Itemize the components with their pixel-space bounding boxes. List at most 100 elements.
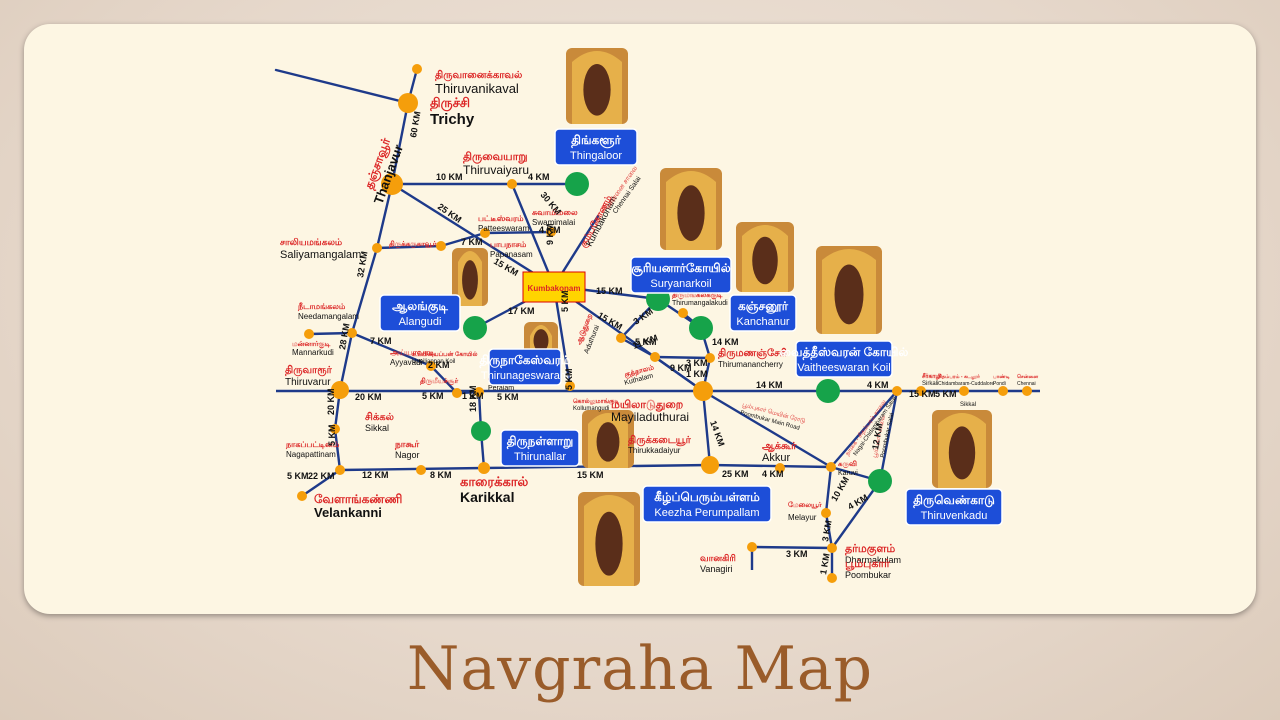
distance-label: 3 KM [631,306,654,327]
node-vanagiri-tamil: வானகிரி [700,553,736,563]
temple-thiruvenkadu-box-bg [905,488,1003,526]
node-dot-mayiladuthurai[interactable] [693,381,713,401]
node-chennai-label: Chennai [1017,381,1036,387]
temple-thiruvenkadu-box[interactable]: திருவெண்காடுThiruvenkadu [905,488,1003,526]
node-dot-trichy[interactable] [398,93,418,113]
temple-thingaloor-box[interactable]: திங்களூர்Thingaloor [554,128,638,166]
node-dot-dharmakulam[interactable] [827,543,837,553]
node-papanasam-tamil: பாபநாசம் [490,240,527,250]
node-sirkali-label: Sirkali [922,381,938,387]
picture-thirunageswaram [524,322,558,356]
node-papanasam-label: Papanasam [490,250,533,259]
node-dot-pondi[interactable] [998,386,1008,396]
node-dot-kuthalam[interactable] [650,352,660,362]
node-pondi-tamil: பாண்டி [993,374,1011,380]
distance-label: 15 KM [577,470,604,480]
node-dot-akkur[interactable] [775,463,785,473]
temple-dot-g_vaith[interactable] [816,379,840,403]
road-segment [830,479,882,550]
node-swamimalai-label: Swamimalai [532,218,575,227]
temple-thirunallar-label: Thirunallar [514,451,566,463]
node-thiruvanaikaval-label: Thiruvanikaval [435,81,519,96]
node-dot-karuvi[interactable] [826,462,836,472]
temple-thirunageswaram-box[interactable]: திருநாகேஸ்வரம்Thirunageswaram [479,348,571,386]
distance-label: 20 KM [355,392,382,402]
picture-kanchanur [736,222,794,292]
node-dot-papanasam[interactable] [436,241,446,251]
node-dot-thiruvarur[interactable] [331,381,349,399]
node-dot-sirkali[interactable] [916,386,926,396]
distance-label: 15 KM [492,256,520,278]
node-saliyamangalam-label: Saliyamangalam [280,249,361,261]
node-thirumangalakudi-label: Thirumangalakudi [672,300,728,307]
temple-suryanarkoil-box[interactable]: சூரியனார்கோயில்Suryanarkoil [630,256,732,294]
distance-label: 17 KM [508,306,535,316]
node-dot-chennai[interactable] [1022,386,1032,396]
node-melayur-label: Melayur [788,513,817,522]
node-dot-velankanni[interactable] [297,491,307,501]
temple-alangudi-box[interactable]: ஆலங்குடிAlangudi [379,294,461,332]
road-segment [429,364,459,395]
node-thirumeeyachur-tamil: திருமீயச்சூர் [420,376,458,386]
road-segment [390,182,556,288]
node-dot-saliyamangalam[interactable] [372,243,382,253]
node-dot-patteeswaram[interactable] [480,228,490,238]
node-dot-thiruvaiyaru[interactable] [507,179,517,189]
picture-thiruvenkadu [932,410,992,488]
temple-kanchanur-box[interactable]: கஞ்சனூர்Kanchanur [729,294,797,332]
distance-label: 5 KM [935,389,957,399]
temple-thirunallar-box[interactable]: திருநள்ளாறுThirunallar [500,429,580,467]
temple-dot-g_venk[interactable] [868,469,892,493]
node-dot-poombukar[interactable] [827,573,837,583]
node-dot-sikkal[interactable] [330,424,340,434]
node-dot-thirumangalakudi[interactable] [678,308,688,318]
distance-label: 25 KM [722,469,749,479]
node-dot-thirumeeyachur[interactable] [452,388,462,398]
node-dot-ayyavadi[interactable] [426,361,436,371]
picture-kanchanur-idol [752,236,778,285]
temple-dot-g_kanch[interactable] [689,316,713,340]
node-nagapattinam-label: Nagapattinam [286,450,336,459]
node-dot-mannarkudi[interactable] [304,329,314,339]
node-dot-thirumanancheri[interactable] [705,353,715,363]
node-akkur-label: Akkur [762,452,790,464]
node-dot-aduthurai[interactable] [616,333,626,343]
node-dot-swamimalai[interactable] [546,227,556,237]
node-dot-nagor[interactable] [416,465,426,475]
temple-keezhaperumpallam-box[interactable]: கீழ்ப்பெரும்பள்ளம்Keezha Perumpallam [642,485,772,523]
node-saliyamangalam-tamil: சாலியமங்கலம் [280,237,342,247]
distance-label: 7 KM [370,336,392,346]
temple-thirunallar-box-bg [500,429,580,467]
temple-dot-g1[interactable] [565,172,589,196]
node-dot-thirukkadaiyur[interactable] [701,456,719,474]
node-dot-vanagiri[interactable] [747,542,757,552]
temple-vaitheeswaran-box[interactable]: வைத்தீஸ்வரன் கோயில்Vaitheeswaran Koil [780,340,909,378]
node-dot-nagapattinam[interactable] [335,465,345,475]
node-dot-bk_junction[interactable] [892,386,902,396]
temple-thirunageswaram-label: Thirunageswaram [481,370,569,382]
node-dot-needamangalam[interactable] [347,328,357,338]
node-dot-karaikal[interactable] [478,462,490,474]
node-thirumangalakudi-tamil: திருமங்கலக்குடி [672,292,723,301]
node-dot-thanjavur[interactable] [381,173,403,195]
map-caption: Navgraha Map [406,634,874,704]
distance-label: 4 KM [867,380,889,390]
road-segment [350,331,433,368]
temple-kanchanur-tamil: கஞ்சனூர் [738,299,789,314]
node-vanagiri-label: Vanagiri [700,564,732,574]
temple-dot-g_alangudi[interactable] [463,316,487,340]
node-dot-thiruvanaikaval[interactable] [412,64,422,74]
temple-kanchanur-box-bg [729,294,797,332]
temple-pictures [452,48,992,586]
node-kollumangudi-tamil: கொல்லுமாங்குடி [573,398,619,406]
node-dot-melayur[interactable] [821,508,831,518]
node-karuvi-label: Karuvi [838,470,858,477]
road-segment [878,389,899,483]
kumbakonam-box[interactable] [522,271,586,303]
node-dot-peralam[interactable] [474,387,484,397]
node-dot-kollumangudi[interactable] [565,381,575,391]
node-dot-chid[interactable] [959,386,969,396]
temple-dot-g_thirunallar[interactable] [471,421,491,441]
node-ayyavadi-tamil: அய்யாவாடி [390,348,436,358]
